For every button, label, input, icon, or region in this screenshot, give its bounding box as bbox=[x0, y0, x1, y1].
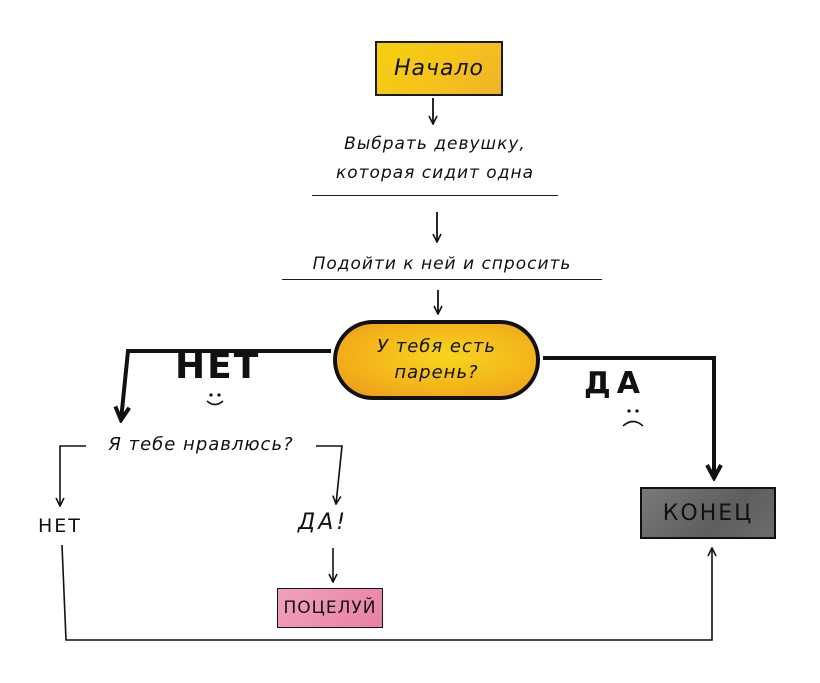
edge-question-to-yes bbox=[316, 445, 343, 504]
edge-decision-no bbox=[121, 349, 331, 420]
decision-line-2: парень? bbox=[394, 362, 479, 383]
branch-yes-label: ДА bbox=[584, 366, 646, 401]
answer-no-label: НЕТ bbox=[38, 515, 82, 537]
question-like-me-label: Я тебе нравлюсь? bbox=[108, 434, 294, 455]
edge-decision-yes bbox=[543, 356, 714, 478]
step-approach-label: Подойти к ней и спросить bbox=[312, 254, 572, 274]
end-node: КОНЕЦ bbox=[640, 487, 776, 539]
question-like-me: Я тебе нравлюсь? bbox=[88, 430, 314, 460]
edge-question-to-no bbox=[60, 445, 86, 506]
kiss-node: ПОЦЕЛУЙ bbox=[277, 588, 383, 628]
sad-face-icon bbox=[622, 409, 644, 427]
step-choose-girl: Выбрать девушку, которая сидит одна bbox=[312, 130, 558, 196]
start-node: Начало bbox=[375, 41, 503, 96]
smiling-face-icon bbox=[206, 393, 224, 406]
step-approach: Подойти к ней и спросить bbox=[282, 250, 602, 280]
step-choose-girl-line-1: Выбрать девушку, bbox=[344, 134, 526, 154]
kiss-label: ПОЦЕЛУЙ bbox=[283, 598, 377, 618]
decision-boyfriend: У тебя есть парень? bbox=[333, 320, 540, 400]
branch-no-label: НЕТ bbox=[175, 346, 261, 387]
decision-line-1: У тебя есть bbox=[377, 336, 496, 357]
answer-yes-label: ДА! bbox=[298, 510, 349, 535]
end-label: КОНЕЦ bbox=[662, 500, 754, 526]
start-label: Начало bbox=[393, 56, 485, 81]
step-choose-girl-line-2: которая сидит одна bbox=[335, 163, 534, 183]
edge-no-to-end bbox=[61, 544, 712, 641]
